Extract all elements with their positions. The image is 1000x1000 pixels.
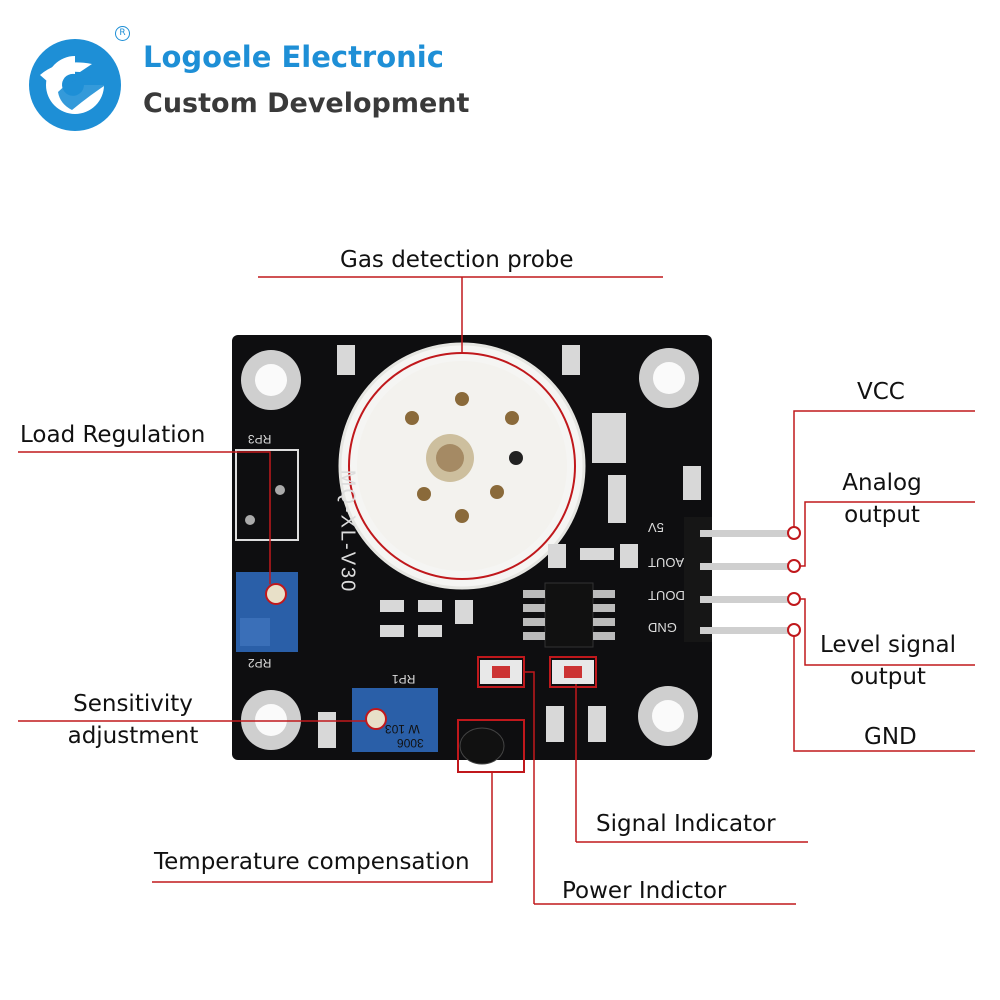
silkscreen-rp3: RP3 (248, 432, 272, 446)
mounting-holes (241, 348, 699, 750)
potentiometer-rp2 (236, 572, 298, 652)
label-temperature-compensation: Temperature compensation (154, 849, 470, 875)
label-power-indicator: Power Indictor (562, 878, 727, 904)
label-level-line2: output (850, 664, 926, 690)
pin-label-dout: DOUT (648, 588, 685, 603)
label-analog-line1: Analog (842, 470, 922, 496)
pin-label-gnd: GND (648, 620, 677, 635)
label-level-signal-output: Level signal output (810, 629, 966, 693)
label-sensitivity-line2: adjustment (67, 723, 199, 749)
pin-label-aout: AOUT (648, 555, 685, 570)
registered-mark: R (115, 26, 130, 41)
label-gnd: GND (864, 724, 917, 750)
silkscreen-rp1: RP1 (392, 672, 416, 686)
brand-tagline: Custom Development (143, 88, 470, 119)
thermistor (459, 727, 505, 765)
pin-header (684, 517, 790, 642)
logo-mark (29, 39, 121, 131)
potentiometer-rp1 (352, 688, 438, 752)
pot-model-rp1: 3006 (397, 736, 424, 750)
ic-chip (523, 582, 615, 648)
label-vcc: VCC (857, 379, 905, 405)
label-level-line1: Level signal (819, 632, 957, 658)
board-model-silkscreen: MQ-XL-V30 (336, 469, 359, 594)
silkscreen-rp2: RP2 (248, 656, 272, 670)
pin-label-5v: 5V (648, 520, 664, 535)
smd-components (318, 345, 701, 748)
label-sensitivity-adjustment: Sensitivity adjustment (58, 688, 208, 752)
label-sensitivity-line1: Sensitivity (73, 691, 193, 717)
brand-name: Logoele Electronic (143, 40, 444, 74)
label-load-regulation: Load Regulation (20, 422, 206, 448)
pot-code-rp1: W 103 (385, 722, 420, 736)
label-signal-indicator: Signal Indicator (596, 811, 776, 837)
label-analog-line2: output (844, 502, 920, 528)
label-gas-detection-probe: Gas detection probe (340, 247, 574, 273)
label-analog-output: Analog output (822, 467, 942, 531)
gas-sensor-probe (338, 342, 586, 590)
